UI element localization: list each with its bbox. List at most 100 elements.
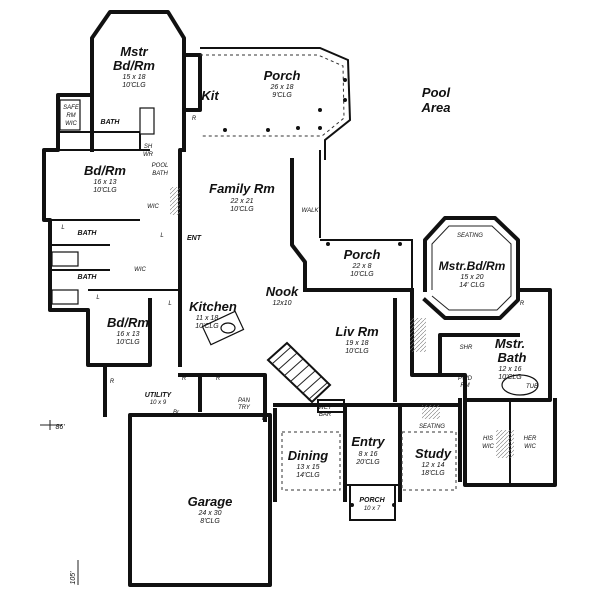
dimension-width: 86' [55,424,65,431]
label-l-1: L [61,225,64,231]
room-name: Nook [266,284,299,299]
room-ceiling: 9'CLG [272,92,292,99]
room-bedroom-lower: Bd/Rm 16 x 13 10'CLG [107,315,149,346]
room-dims: 15 x 18 [123,74,146,81]
room-porch-front: PORCH 10 x 7 [359,497,385,512]
label-pwd: PWD [458,376,473,382]
bath-tub-top [139,107,155,135]
room-name: PORCH [359,497,385,504]
label-l-3: L [96,295,99,301]
room-name: Bd/Rm [84,163,126,178]
label-seating-study: SEATING [419,424,445,430]
wall-master-bath [438,288,552,402]
room-ceiling: 14'CLG [296,472,320,479]
label-wr: WR [143,152,154,158]
room-master-bedroom-right: Mstr.Bd/Rm 15 x 20 14' CLG [439,259,506,289]
wall-front-porch [345,484,400,521]
room-ceiling: 14' CLG [459,282,485,289]
column-11 [392,503,396,507]
master-bedroom-right-inner [431,225,512,311]
vanity-left [59,99,81,131]
label-wet-bar-1: WET [318,405,333,411]
porch-top-dash [200,54,345,137]
label-try: TRY [238,405,251,411]
label-wic: WIC [65,121,77,127]
room-dims: 11 x 18 [196,315,219,322]
room-dims: 22 x 21 [230,198,254,205]
label-wet-bar-2: BAR [319,412,332,418]
column-4 [318,126,322,130]
label-walk: WALK [302,208,320,214]
fireplace-family [170,187,180,215]
room-study: Study 12 x 14 18'CLG [415,446,452,477]
room-garage: Garage 24 x 30 8'CLG [188,494,233,525]
room-dims: 22 x 8 [351,263,371,270]
dimension-depth: 105' [70,571,77,585]
room-ceiling: 18'CLG [421,470,445,477]
room-dims: 19 x 18 [346,340,369,347]
room-bedroom-upper: Bd/Rm 16 x 13 10'CLG [84,163,126,194]
label-wic-mid: WIC [147,204,159,210]
room-dims: 26 x 18 [270,84,294,91]
column-10 [350,503,354,507]
wall-family-right [290,158,307,292]
label-bath-mid: BATH [78,230,98,237]
label-seating-top: SEATING [457,233,483,239]
master-tub [501,374,539,396]
label-his-wic-2: WIC [482,444,494,450]
room-dims: 8 x 16 [358,451,377,458]
room-name: Porch [264,68,301,83]
room-dims: 24 x 30 [198,510,222,517]
bath-tub-mid [51,251,79,267]
room-ceiling: 10'CLG [498,374,522,381]
room-dims: 12x10 [272,300,291,307]
dim-line-width [40,420,62,430]
column-6 [343,98,347,102]
room-kit: Kit [201,88,219,103]
room-name: Bd/Rm [113,58,155,73]
wall-utility [103,363,267,422]
column-9 [398,242,402,246]
label-l-4: L [168,301,171,307]
wall-master-bedroom-left [90,10,186,152]
room-name: Mstr. [495,336,525,351]
column-7 [343,78,347,82]
label-r-5: R [520,301,525,307]
room-name: Bath [498,350,527,365]
label-her-wic-2: WIC [524,444,536,450]
stair-treads [271,346,328,401]
her-closet-island [496,430,514,458]
stairs [266,341,332,404]
label-sh: SH [144,144,153,150]
label-tub: TUB [526,384,538,390]
label-l-2: L [160,233,163,239]
label-shr: SHR [460,345,473,351]
room-name: Mstr [120,44,148,59]
room-name: Porch [344,247,381,262]
wall-garage [128,413,272,587]
label-his-wic-1: HIS [483,436,493,442]
room-ceiling: 8'CLG [200,518,220,525]
room-utility: UTILITY 10 x 9 [145,392,173,406]
bath-tub-low [51,289,79,305]
dining-dash [281,431,341,491]
room-living: Liv Rm 19 x 18 10'CLG [335,324,379,355]
room-dining: Dining 13 x 15 14'CLG [288,448,328,479]
room-name: Entry [351,434,385,449]
label-pool-bath-2: BATH [152,171,168,177]
room-dims: 13 x 15 [297,464,320,471]
room-dims: 10 x 9 [150,400,167,406]
room-kitchen: Kitchen 11 x 18 10'CLG [189,299,237,330]
fireplace-living [410,318,426,352]
label-br: Br [173,410,180,416]
room-name: Pool [422,85,451,100]
room-dims: 16 x 13 [117,331,140,338]
room-ceiling: 20'CLG [355,459,380,466]
column-8 [326,242,330,246]
label-pwd-rm: RM [460,383,469,389]
label-her-wic-1: HER [524,436,537,442]
fireplace-study [422,405,440,419]
room-ceiling: 10'CLG [93,187,117,194]
room-nook: Nook 12x10 [266,284,299,307]
room-name: Family Rm [209,181,275,196]
